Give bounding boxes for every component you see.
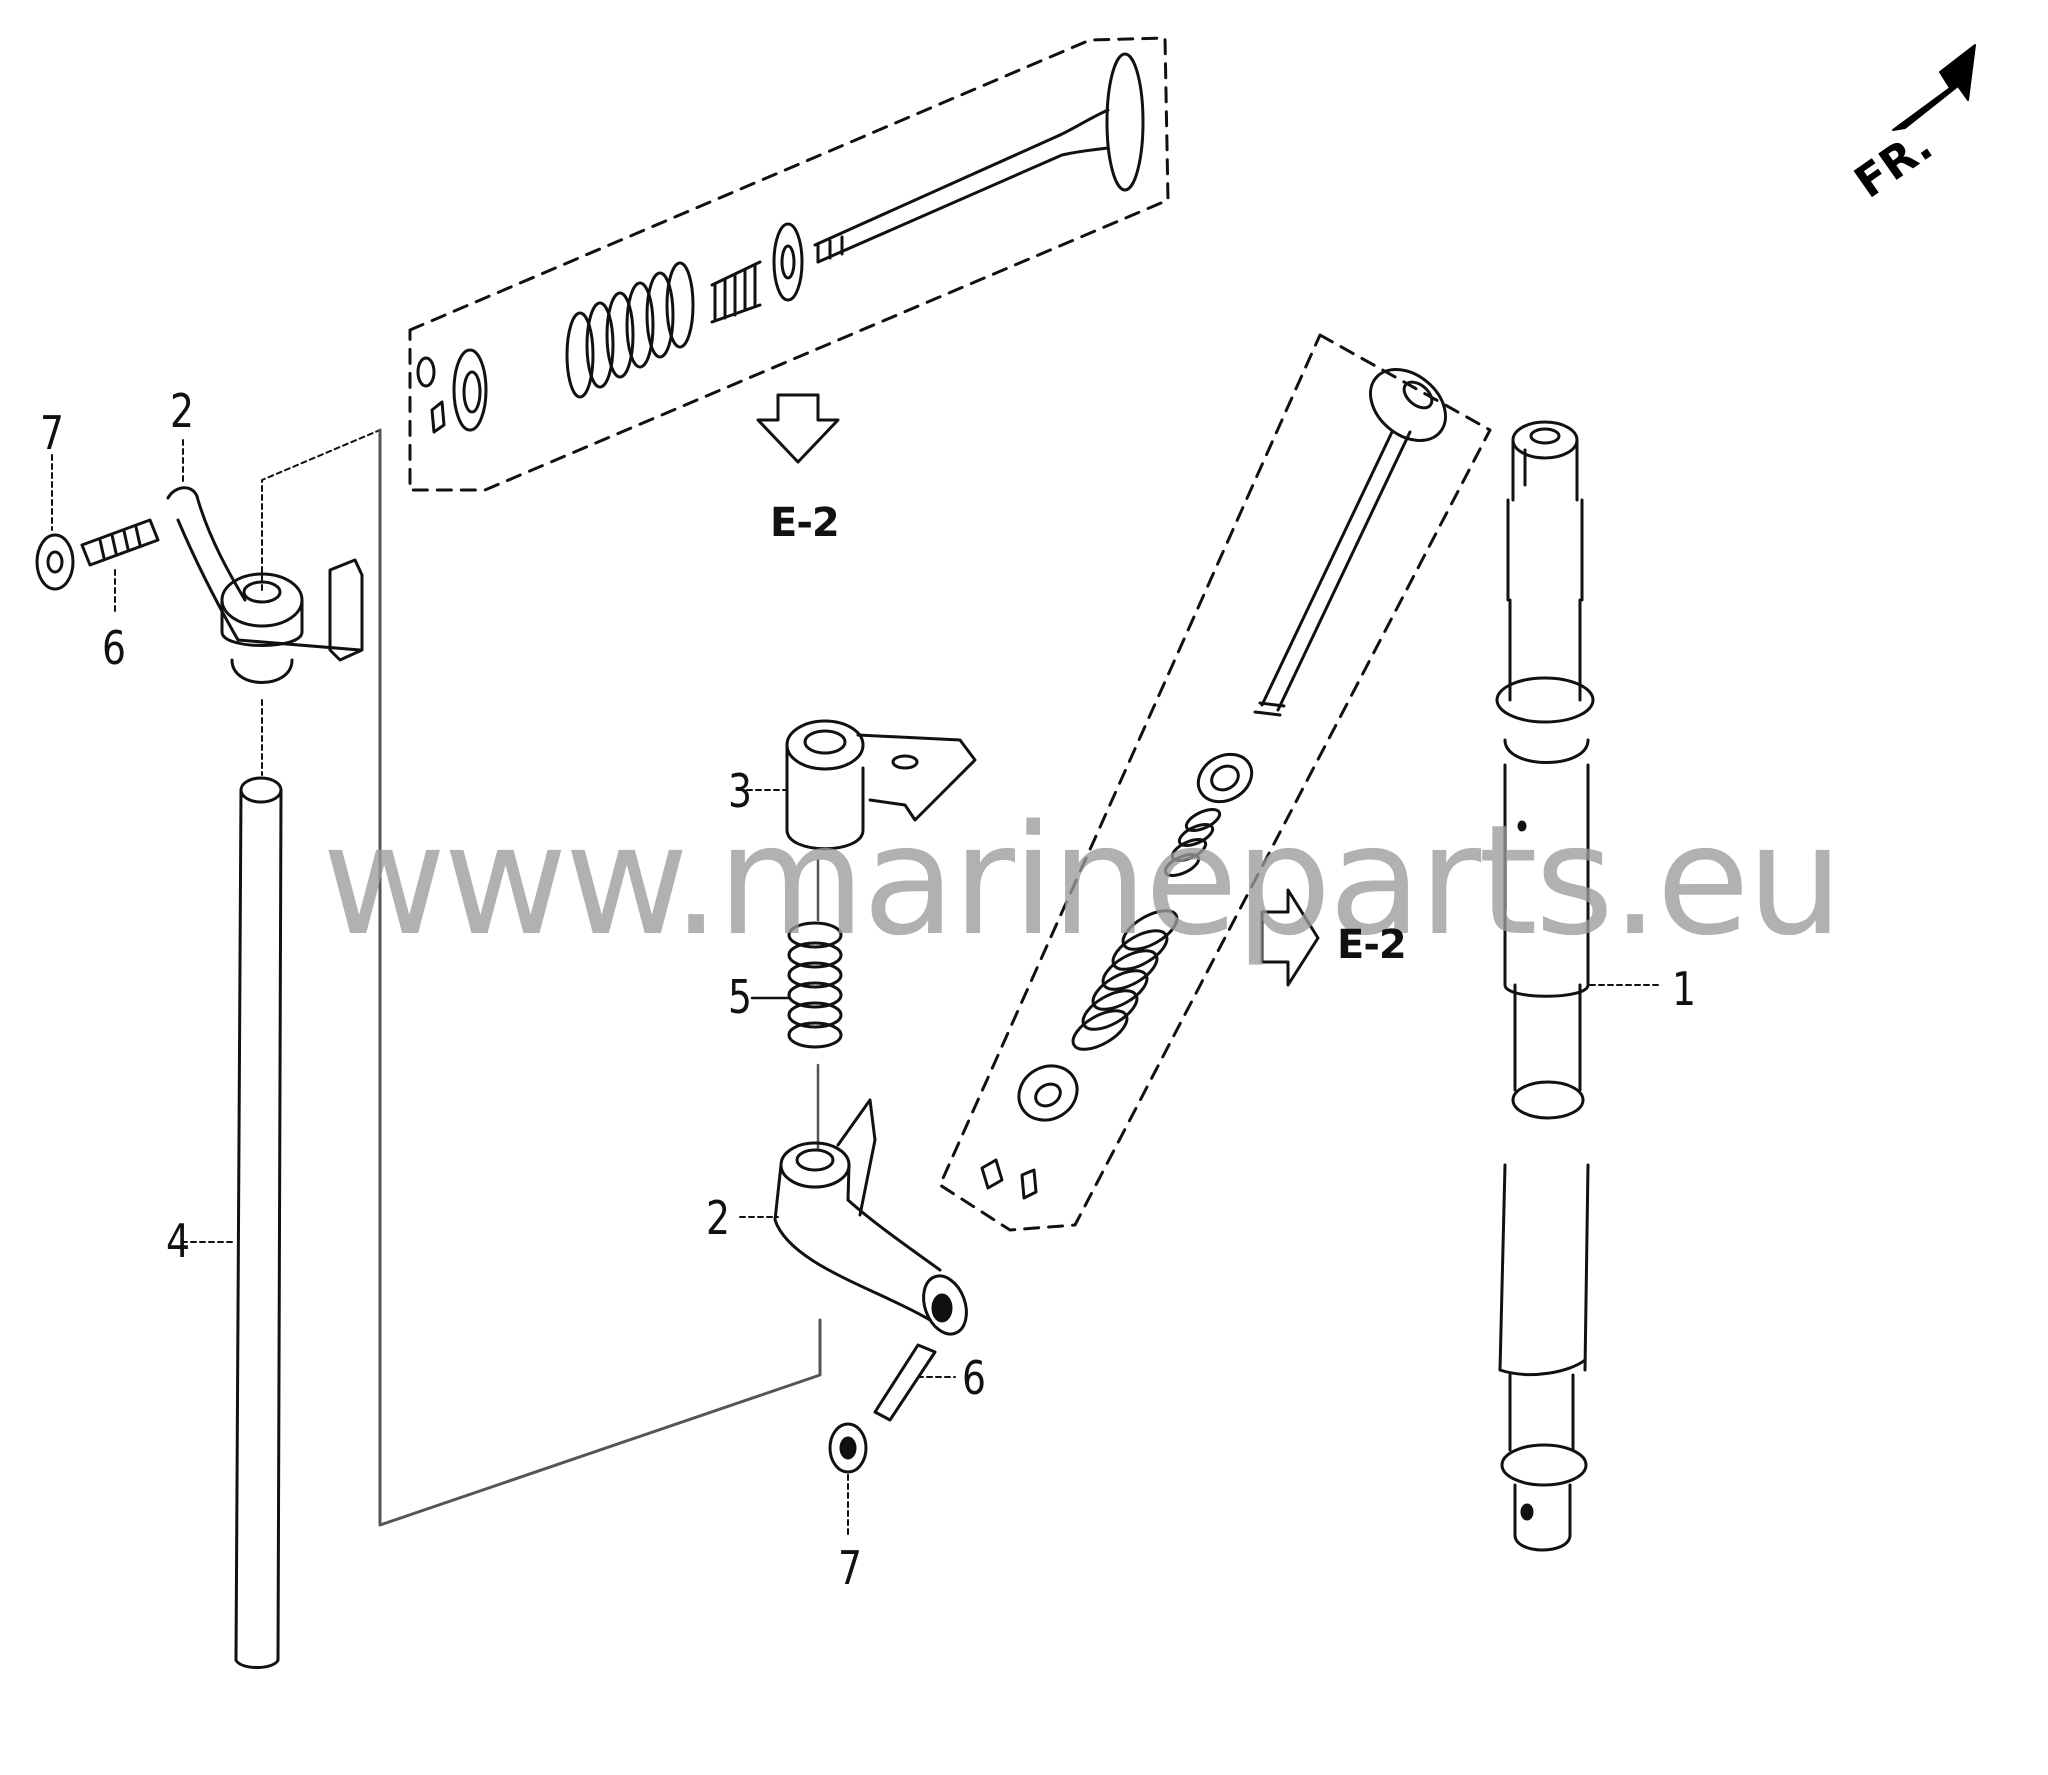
callout-5-spring: 5 [728, 970, 753, 1024]
large-valve-spring [565, 261, 695, 399]
reference-arrow-right-icon [1260, 888, 1320, 987]
callout-3-rocker-holder: 3 [728, 764, 753, 818]
reference-label-e2-top: E-2 [770, 500, 840, 546]
adjusting-screw-left [80, 518, 160, 567]
adjusting-screw-center [873, 1343, 937, 1422]
front-direction-arrow-icon [1892, 44, 1976, 131]
callout-6-screw-left: 6 [102, 621, 127, 675]
callout-1-camshaft: 1 [1672, 962, 1697, 1016]
large-valve-spring-diagonal [1071, 909, 1179, 1051]
reference-label-e2-right: E-2 [1337, 922, 1407, 968]
rocker-arm-center [773, 1098, 968, 1336]
valve-assembly-diagonal [938, 333, 1492, 1232]
rocker-arm-left [166, 486, 364, 684]
assembly-bracket-line [378, 428, 822, 1527]
rocker-arm-holder [785, 719, 977, 851]
callout-7-nut-left: 7 [40, 406, 65, 460]
reference-arrow-down-icon [756, 393, 840, 464]
callout-2-rocker-arm-left: 2 [170, 384, 195, 438]
valve-assembly-top [408, 36, 1170, 492]
pushrod [234, 776, 283, 1669]
lock-nut-center [828, 1422, 868, 1474]
callout-6-screw-center: 6 [962, 1351, 987, 1405]
callout-7-nut-center: 7 [838, 1541, 863, 1595]
rocker-spring [787, 921, 843, 1049]
callout-4-pushrod: 4 [166, 1214, 191, 1268]
lock-nut-left [35, 533, 75, 591]
small-valve-spring-diagonal [1163, 807, 1222, 878]
small-valve-spring [710, 260, 762, 324]
camshaft [1495, 420, 1595, 1552]
callout-2-rocker-arm-center: 2 [706, 1191, 731, 1245]
